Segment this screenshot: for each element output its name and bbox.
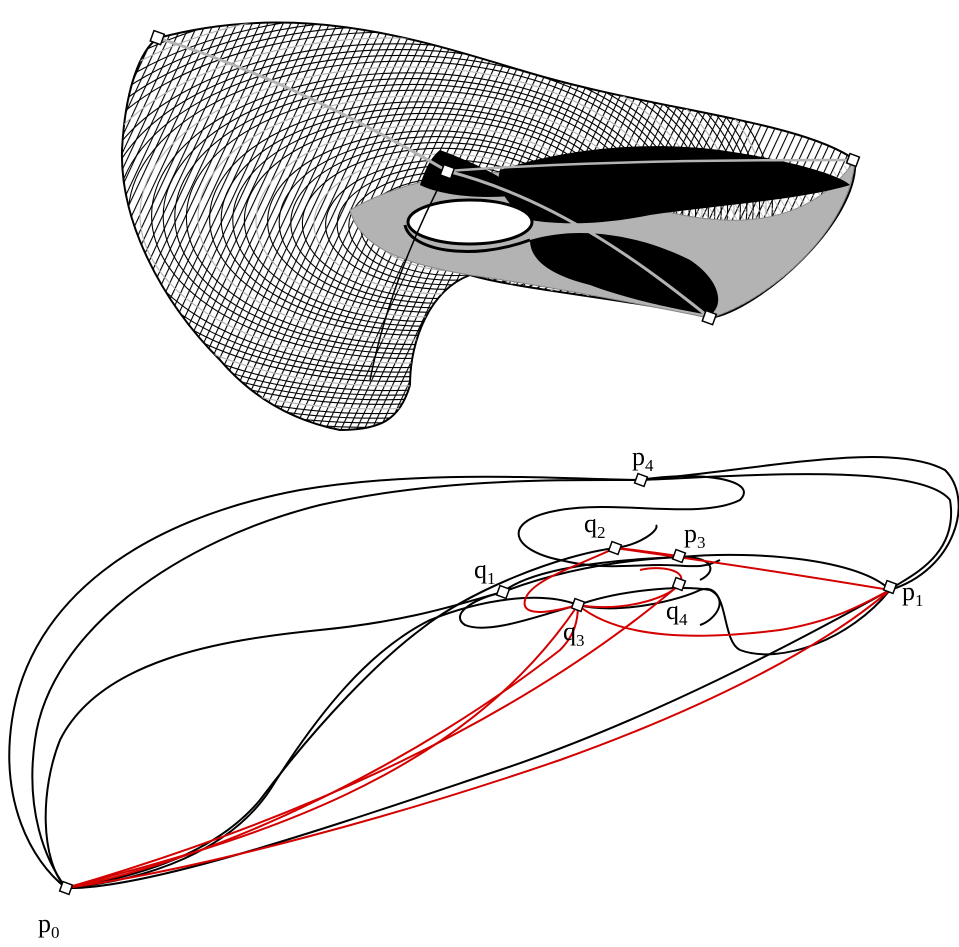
point-label-q1: q1 [474, 555, 496, 588]
red-loop-p3 [615, 548, 679, 556]
point-label-q2: q2 [584, 509, 606, 542]
red-curve-p1-end [66, 590, 890, 888]
curve-figure: p0 p1 p3 p4 q1 q2 q3 q4 [9, 442, 958, 942]
inner-curve-2 [66, 525, 657, 888]
control-points: p0 p1 p3 p4 q1 q2 q3 q4 [38, 442, 924, 942]
inner-curve-3 [66, 589, 890, 888]
outer-curve-1 [9, 457, 958, 888]
point-marker-q4 [673, 578, 686, 591]
outer-curve-2 [32, 474, 951, 888]
point-label-q3: q3 [563, 617, 585, 650]
point-marker-p3 [673, 550, 686, 563]
point-marker-p1 [884, 581, 897, 594]
point-label-p1: p1 [902, 577, 924, 610]
surface-hole [408, 200, 532, 244]
surface-control-point-3 [847, 154, 860, 167]
red-curve-p0-q4 [66, 585, 679, 888]
point-marker-q2 [609, 542, 622, 555]
loop-p4 [519, 476, 744, 566]
red-curve-p0-q3-b [66, 605, 578, 888]
point-marker-p0 [60, 882, 73, 895]
surface-figure [0, 0, 859, 437]
point-marker-q1 [497, 586, 510, 599]
point-marker-p4 [635, 474, 648, 487]
point-label-p0: p0 [38, 909, 60, 942]
point-label-p4: p4 [632, 442, 654, 475]
black-curves [9, 457, 958, 888]
red-curve-p0-q3 [66, 605, 578, 888]
point-marker-q3 [572, 599, 585, 612]
point-label-q4: q4 [666, 596, 688, 629]
point-label-p3: p3 [684, 519, 706, 552]
